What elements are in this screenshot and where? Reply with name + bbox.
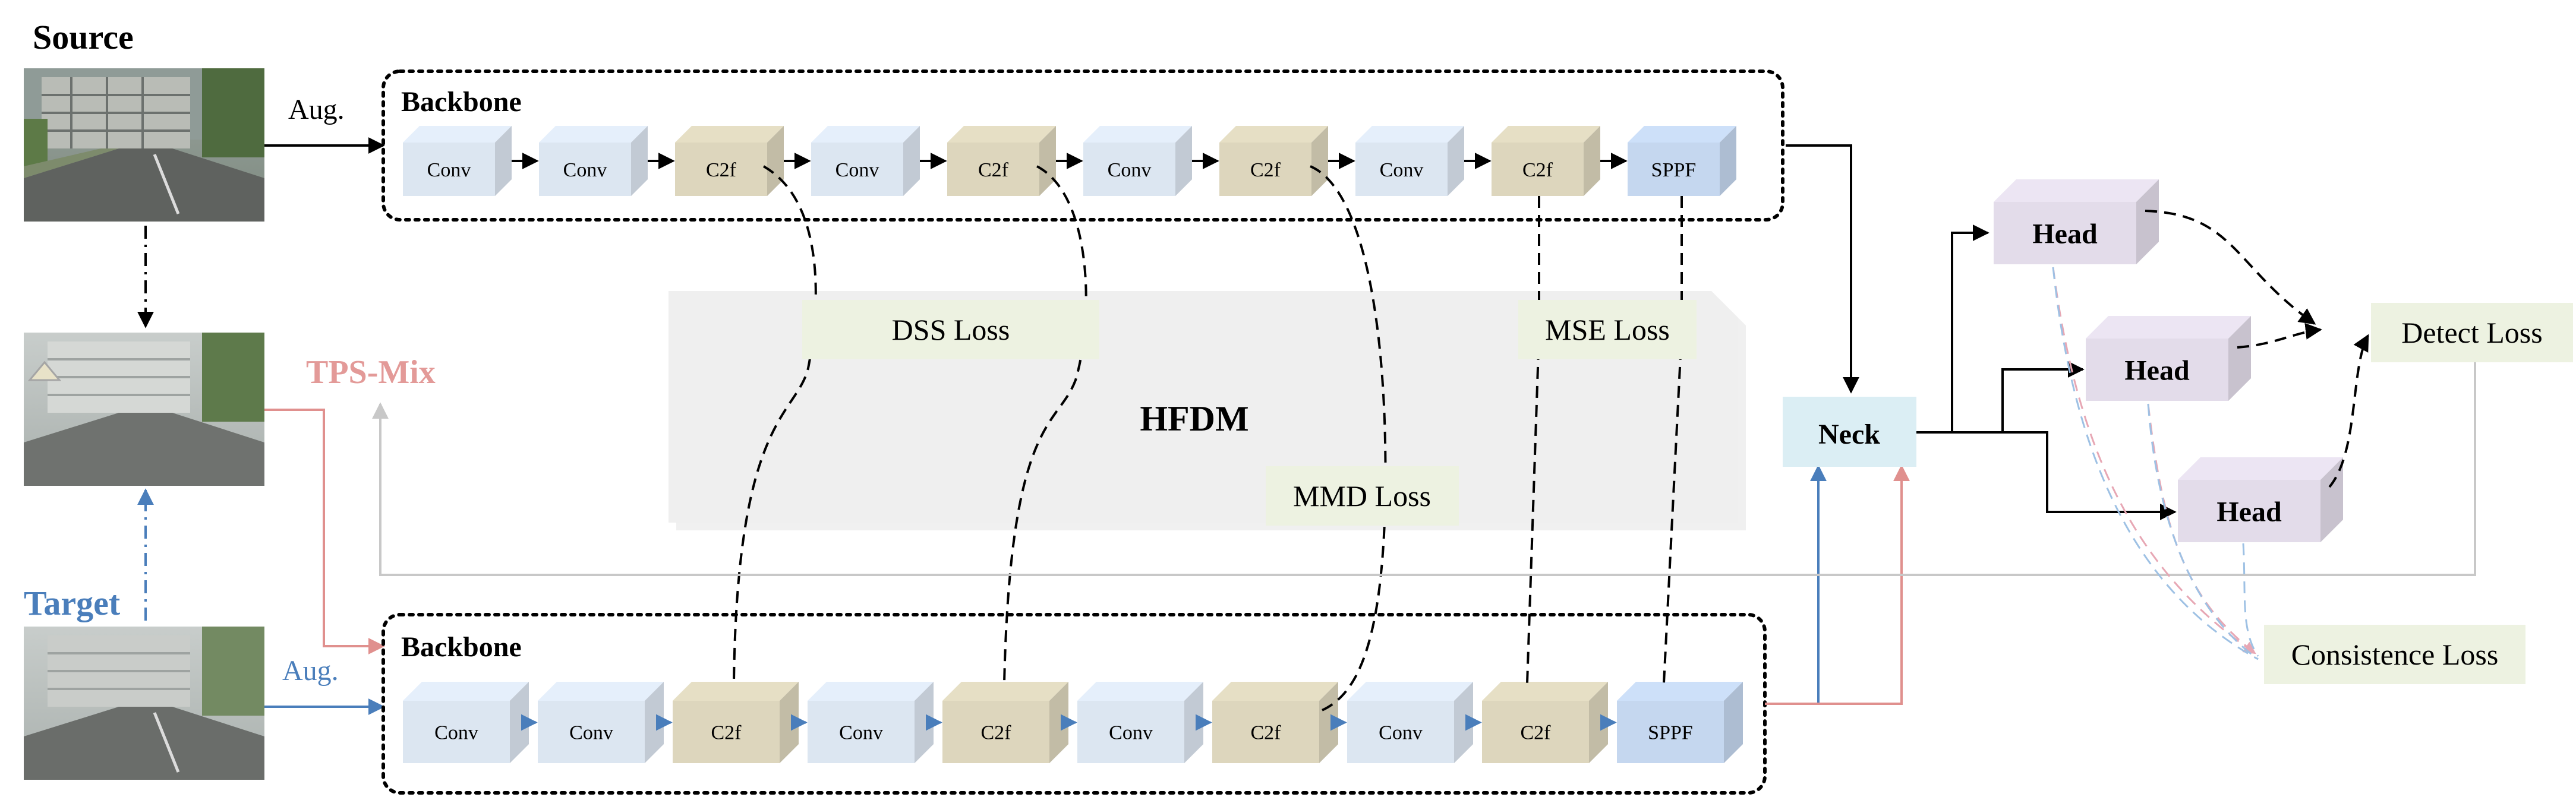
backbone-target-c2f-block-7: C2f (1212, 682, 1338, 763)
backbone-target-c2f-block-5-label: C2f (981, 722, 1012, 744)
backbone-source-c2f-block-7-label: C2f (1250, 159, 1281, 181)
backbone-target-c2f-block-3-label: C2f (711, 722, 742, 744)
backbone-target-c2f-block-3: C2f (673, 682, 799, 763)
backbone-source-conv-block-2: Conv (539, 126, 648, 196)
target-image (24, 627, 264, 780)
detect-loss-feedback-line (372, 347, 2476, 576)
backbone-source-c2f-block-3: C2f (675, 126, 784, 196)
backbone-target-c2f-block-9: C2f (1482, 682, 1608, 763)
backbone-source-c2f-block-9: C2f (1492, 126, 1600, 196)
backbone-source-conv-block-4-label: Conv (835, 159, 879, 181)
backbone-source-conv-block-8: Conv (1355, 126, 1464, 196)
neck-label: Neck (1818, 419, 1880, 450)
backbone-source-to-neck-arrow (1786, 144, 1859, 394)
mmd-link (1310, 165, 1387, 714)
tps-mix-label: TPS-Mix (306, 354, 436, 391)
backbone-target-conv-block-8: Conv (1347, 682, 1473, 763)
backbone-source-conv-block-1: Conv (403, 126, 512, 196)
head-3-label: Head (2216, 496, 2282, 527)
backbone-target-conv-block-2: Conv (538, 682, 664, 763)
consistence-loss-label: Consistence Loss (2291, 638, 2499, 671)
backbone-target-conv-block-1-label: Conv (434, 722, 478, 744)
mixed-image (24, 333, 264, 486)
source-label: Source (33, 18, 134, 56)
backbone-source-c2f-block-9-label: C2f (1522, 159, 1553, 181)
backbone-source-c2f-block-7: C2f (1219, 126, 1328, 196)
backbone-target-conv-block-6: Conv (1077, 682, 1203, 763)
mmd-loss-label: MMD Loss (1293, 479, 1431, 513)
backbone-target-conv-block-8-label: Conv (1379, 722, 1423, 744)
backbone-source-conv-block-4: Conv (811, 126, 920, 196)
neck-box: Neck (1783, 397, 1916, 467)
dss-link-1 (733, 165, 817, 684)
backbone-source-blocks: Conv Conv C2f Conv C2f Conv C2f Conv C2f SPPF (403, 126, 1736, 196)
dss-loss-label: DSS Loss (892, 313, 1010, 346)
consistence-loss-box: Consistence Loss (2264, 625, 2525, 684)
heads-to-detect-loss-arrows (2145, 210, 2369, 488)
backbone-source-conv-block-6-label: Conv (1108, 159, 1152, 181)
head-2: Head (2086, 316, 2251, 401)
backbone-target-to-neck-arrow (1765, 464, 1827, 705)
mmd-loss-box: MMD Loss (1266, 466, 1459, 526)
backbone-target-conv-block-6-label: Conv (1109, 722, 1153, 744)
backbone-source-c2f-block-5-label: C2f (978, 159, 1009, 181)
head-2-label: Head (2124, 355, 2190, 386)
neck-to-heads-arrows (1916, 224, 2177, 520)
hfdm-label: HFDM (1140, 399, 1248, 438)
backbone-source-conv-block-2-label: Conv (563, 159, 607, 181)
head-1: Head (1994, 179, 2159, 264)
dss-loss-box: DSS Loss (802, 300, 1099, 359)
backbone-source-title: Backbone (401, 86, 522, 118)
backbone-source-sppf-block-10: SPPF (1628, 126, 1736, 196)
mse-loss-label: MSE Loss (1545, 313, 1670, 346)
backbone-target-conv-block-2-label: Conv (569, 722, 613, 744)
backbone-source-conv-block-6: Conv (1083, 126, 1192, 196)
tps-mix-arrow (264, 409, 385, 654)
backbone-target-c2f-block-7-label: C2f (1251, 722, 1282, 744)
backbone-source-container (381, 69, 1784, 222)
backbone-target-conv-block-1: Conv (403, 682, 529, 763)
backbone-target-c2f-block-5: C2f (942, 682, 1068, 763)
target-label: Target (24, 584, 121, 622)
backbone-target-title: Backbone (401, 631, 522, 663)
backbone-target-conv-block-4: Conv (808, 682, 934, 763)
head-3: Head (2178, 457, 2343, 542)
backbone-target-sppf-block-10-label: SPPF (1648, 722, 1693, 744)
aug-target-label: Aug. (282, 655, 339, 687)
backbone-source-sppf-block-10-label: SPPF (1651, 159, 1697, 181)
head-1-label: Head (2032, 218, 2098, 249)
mse-loss-box: MSE Loss (1518, 300, 1697, 359)
detect-loss-label: Detect Loss (2401, 316, 2542, 349)
backbone-target-blocks: Conv Conv C2f Conv C2f Conv C2f Conv C2f SPPF (403, 682, 1743, 763)
tps-to-neck-arrow (1765, 464, 1910, 705)
detect-loss-box: Detect Loss (2371, 303, 2573, 362)
backbone-source-conv-block-1-label: Conv (427, 159, 471, 181)
source-image (24, 68, 264, 222)
heads-to-consistence-loss-arrows (2052, 267, 2259, 660)
backbone-target-sppf-block-10: SPPF (1617, 682, 1743, 763)
backbone-source-c2f-block-3-label: C2f (706, 159, 737, 181)
dss-link-2 (1003, 165, 1087, 684)
backbone-target-c2f-block-9-label: C2f (1521, 722, 1552, 744)
backbone-source-c2f-block-5: C2f (947, 126, 1056, 196)
backbone-target-conv-block-4-label: Conv (839, 722, 883, 744)
aug-source-label: Aug. (288, 94, 345, 125)
backbone-source-conv-block-8-label: Conv (1380, 159, 1424, 181)
